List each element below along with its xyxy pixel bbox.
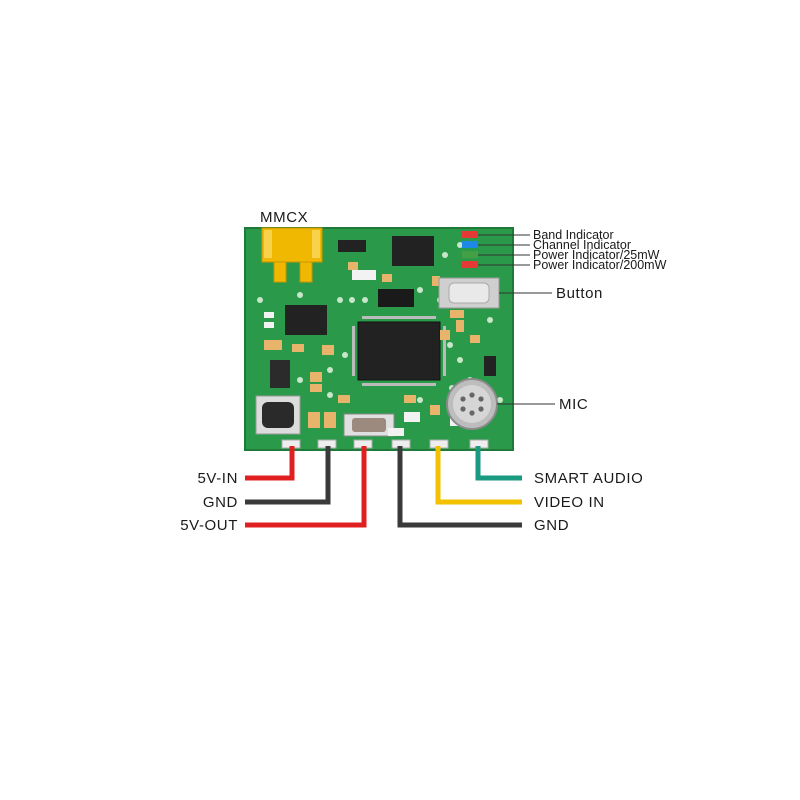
mic-label: MIC xyxy=(559,396,588,413)
wire-label-video-in: VIDEO IN xyxy=(534,494,605,511)
top-chip xyxy=(392,236,434,266)
led-channel xyxy=(462,241,478,248)
wire-5v-in xyxy=(245,446,295,481)
wire-smart-audio xyxy=(475,446,522,481)
mmcx-label: MMCX xyxy=(260,209,308,226)
wire-5v-out xyxy=(245,446,367,528)
indicator-leds xyxy=(462,231,478,268)
wire-label-gnd-left: GND xyxy=(203,494,238,511)
small-chip-2 xyxy=(270,360,290,388)
mid-chip xyxy=(378,289,414,307)
wire-video-in xyxy=(435,446,522,505)
button-label: Button xyxy=(556,285,603,302)
callout-lines xyxy=(478,234,555,405)
wire-gnd-right xyxy=(397,446,522,528)
small-chip-3 xyxy=(484,356,496,376)
crystal xyxy=(343,413,395,437)
button-component xyxy=(438,277,500,309)
wire-gnd-left xyxy=(245,446,331,505)
smd-components xyxy=(264,262,480,436)
mic-component xyxy=(446,378,498,430)
mmcx-connector xyxy=(261,227,323,283)
small-chip-1 xyxy=(338,240,366,252)
indicator-label-power-25mw: Power Indicator/25mW xyxy=(533,248,660,262)
led-power-200mw xyxy=(462,261,478,268)
wire-label-smart-audio: SMART AUDIO xyxy=(534,470,643,487)
inductor xyxy=(255,395,301,435)
wire-label-5v-in: 5V-IN xyxy=(197,470,238,487)
wire-label-5v-out: 5V-OUT xyxy=(180,517,238,534)
left-chip xyxy=(285,305,327,335)
wire-label-gnd-right: GND xyxy=(534,517,569,534)
main-chip xyxy=(352,316,446,386)
led-power-25mw xyxy=(462,251,478,258)
indicator-label-power-200mw: Power Indicator/200mW xyxy=(533,258,667,272)
led-band xyxy=(462,231,478,238)
indicator-label-channel: Channel Indicator xyxy=(533,238,631,252)
indicator-label-band: Band Indicator xyxy=(533,228,614,242)
